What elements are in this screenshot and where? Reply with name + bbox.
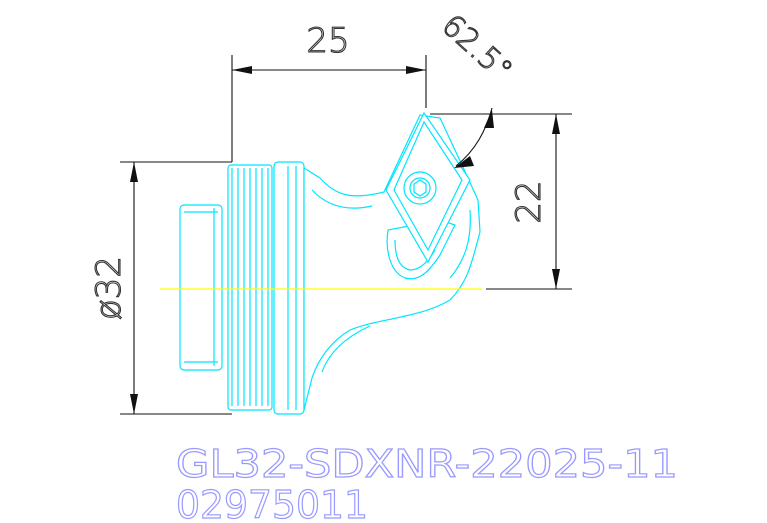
angle-label: 62.5°	[435, 8, 519, 89]
insert-screw	[403, 171, 437, 205]
length-dimension: 25	[231, 20, 427, 162]
part-name: GL32-SDXNR-22025-11	[176, 442, 678, 486]
diameter-dimension: ø32	[88, 161, 232, 415]
height-dimension: 22	[430, 113, 572, 290]
part-code: 02975011	[176, 483, 368, 523]
thread-lines	[231, 168, 269, 406]
height-label: 22	[509, 180, 549, 223]
tool-holder-outline	[179, 111, 481, 415]
rear-shank	[179, 204, 223, 371]
length-label: 25	[306, 21, 349, 61]
flange	[273, 161, 305, 415]
diameter-label: ø32	[89, 256, 129, 320]
